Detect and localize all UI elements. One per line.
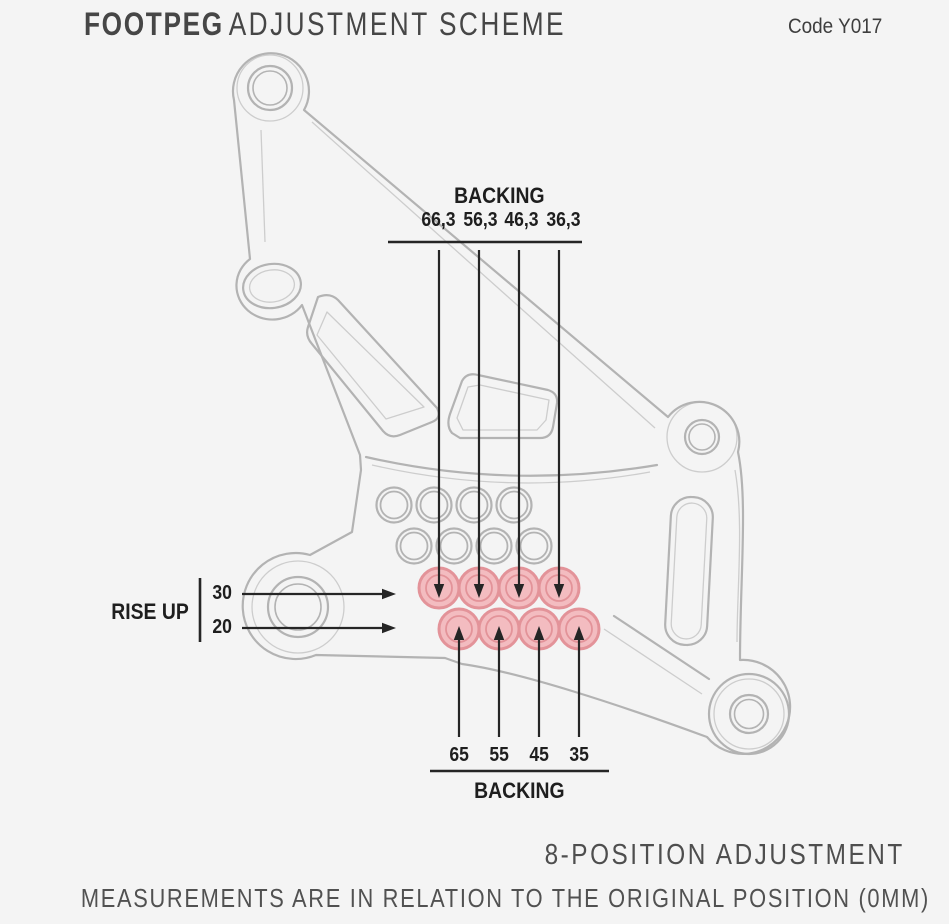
backing-bottom-value-1: 65 (449, 744, 469, 766)
bracket-chamfer-lines (236, 54, 785, 750)
backing-bottom-value-3: 45 (529, 744, 549, 766)
product-code: Code Y017 (788, 15, 883, 38)
rise-up-value-30: 30 (212, 582, 232, 604)
rise-up-label: RISE UP (111, 599, 189, 624)
annotation-lines (198, 240, 609, 773)
footer-note-text: MEASUREMENTS ARE IN RELATION TO THE ORIG… (80, 883, 930, 913)
backing-bottom-value-2: 55 (489, 744, 509, 766)
page-title-bold: FOOTPEG (84, 6, 224, 42)
backing-top-value-1: 66,3 (420, 209, 456, 231)
backing-bottom-value-4: 35 (569, 744, 589, 766)
rise-up-arrows (242, 588, 396, 634)
page-title-rest: ADJUSTMENT SCHEME (228, 6, 566, 42)
backing-top-value-4: 36,3 (545, 209, 581, 231)
plain-holes-row-2 (395, 527, 553, 565)
backing-top-value-3: 46,3 (503, 209, 539, 231)
backing-top-label: BACKING (453, 183, 545, 208)
footer-adjustment-text: 8-POSITION ADJUSTMENT (544, 839, 905, 871)
plain-holes-row-1 (375, 486, 533, 524)
bracket-drawing (231, 52, 792, 756)
backing-top-value-2: 56,3 (462, 209, 498, 231)
backing-bottom-arrows (453, 626, 585, 737)
rise-up-value-20: 20 (212, 616, 232, 638)
backing-top-arrows (433, 250, 565, 598)
backing-bottom-label: BACKING (473, 778, 565, 803)
highlighted-positions (417, 566, 601, 651)
